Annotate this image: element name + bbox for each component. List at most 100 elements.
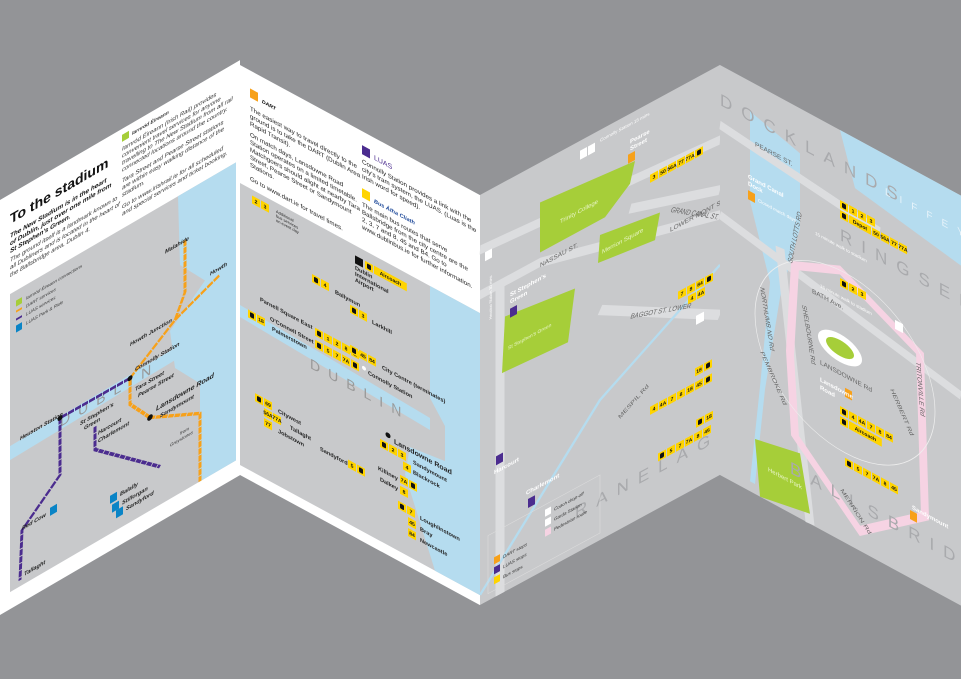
route-number: 18 [696, 367, 702, 376]
route-number: 2 [336, 341, 339, 348]
route-badge [876, 425, 884, 438]
route-number: 8 [884, 481, 887, 488]
bus-stop-baggot-2: 44A [688, 287, 705, 305]
bus-glyph [352, 307, 356, 314]
street-tritonville: TRITONVILLE Rd [914, 360, 925, 417]
route-number: 45 [360, 352, 366, 361]
route-number: 7A [873, 475, 880, 484]
bus-glyph [317, 342, 321, 349]
route-number: 2 [392, 447, 395, 454]
route-badge [408, 528, 416, 541]
route-number: 8 [879, 429, 882, 436]
route-badge [858, 415, 866, 429]
park-ride-icon [110, 491, 117, 504]
route-number: 77A [685, 153, 694, 164]
route-badge [389, 443, 397, 457]
route-badge [264, 418, 272, 431]
route-number: 69 [265, 401, 271, 410]
route-number: 45 [891, 485, 897, 494]
route-badge [257, 314, 265, 327]
route-badge [650, 170, 658, 183]
sea [405, 285, 480, 596]
route-badge [899, 242, 907, 255]
park-ride-icon [112, 500, 119, 513]
bus-glyph [359, 467, 363, 474]
route-number: 7 [681, 291, 684, 298]
park-ride-icon [16, 322, 22, 333]
loughlinstown-badges: 7 [398, 500, 415, 518]
bus-glyph [400, 503, 404, 510]
pedestrian-icon [588, 142, 595, 156]
sandyford-badges: 5 [348, 459, 365, 477]
route-badge [252, 195, 260, 208]
route-badge [668, 392, 676, 406]
route-badge [885, 430, 893, 443]
route-number: 7A [401, 477, 408, 486]
route-number: 4 [653, 406, 656, 413]
river-liffey [10, 342, 185, 461]
from-label: from [180, 426, 189, 437]
luas-stop-icon [496, 452, 503, 466]
palmerstown-badges: 18 [248, 309, 265, 327]
route-badge [881, 477, 889, 490]
river-liffey [840, 130, 961, 266]
bus-glyph [250, 312, 254, 319]
bus-stop-pearse-st-1: 123 [840, 200, 875, 228]
luas-red-line [18, 376, 131, 582]
route-badge [333, 349, 341, 362]
luas-stop-icon [510, 304, 517, 318]
grand-canal [478, 264, 721, 596]
bray-badges: 45 [408, 517, 416, 530]
route-badge [849, 410, 857, 424]
park-ride-icon [116, 506, 123, 519]
route-number: 45 [696, 381, 702, 390]
route-badge [695, 378, 703, 391]
rail-icon [16, 297, 22, 307]
bus-glyph [317, 330, 321, 337]
bus-glyph [660, 452, 664, 459]
route-badge [407, 505, 415, 518]
dart-howth-branch [174, 273, 221, 322]
route-badge [687, 282, 695, 295]
route-number: 7 [679, 443, 682, 450]
route-number: 3 [653, 174, 656, 181]
route-badge [676, 439, 684, 452]
route-badge [321, 278, 329, 292]
route-number: 4 [691, 295, 694, 302]
route-badge [359, 349, 367, 362]
rail-map [10, 162, 236, 593]
pedestrian-icon [485, 248, 492, 262]
route-badge [867, 214, 875, 228]
dart-stop-icon [910, 509, 917, 523]
walk-heuston: Heuston Station 30 mins [488, 275, 493, 321]
pedestrian-route [785, 260, 930, 536]
road [628, 184, 722, 214]
luas-icon [362, 145, 370, 159]
panel-middle: DART The easiest way to travel directly … [240, 65, 480, 606]
bus-glyph [842, 281, 846, 288]
route-badge [694, 429, 702, 443]
bus-glyph [842, 213, 846, 220]
dart-stop-icon [628, 150, 635, 164]
route-badge [342, 354, 350, 367]
route-number: 84 [369, 357, 375, 366]
route-badge [688, 291, 696, 305]
connolly-interchange [127, 375, 133, 382]
lansdowne-marker [385, 432, 391, 439]
route-number: 5 [670, 448, 673, 455]
route-badge [667, 444, 675, 457]
route-badge [863, 467, 871, 480]
dart-line [128, 239, 202, 483]
route-badge [849, 204, 857, 218]
bus-stop-pembroke-1: 18 [695, 359, 712, 377]
dart-stop-icon [494, 554, 500, 565]
legend-box [487, 474, 601, 595]
luas-stop-icon [528, 495, 535, 508]
route-badge [408, 517, 416, 530]
park-trinity [540, 160, 635, 253]
route-badge [342, 342, 350, 355]
route-number: 1 [327, 336, 330, 343]
